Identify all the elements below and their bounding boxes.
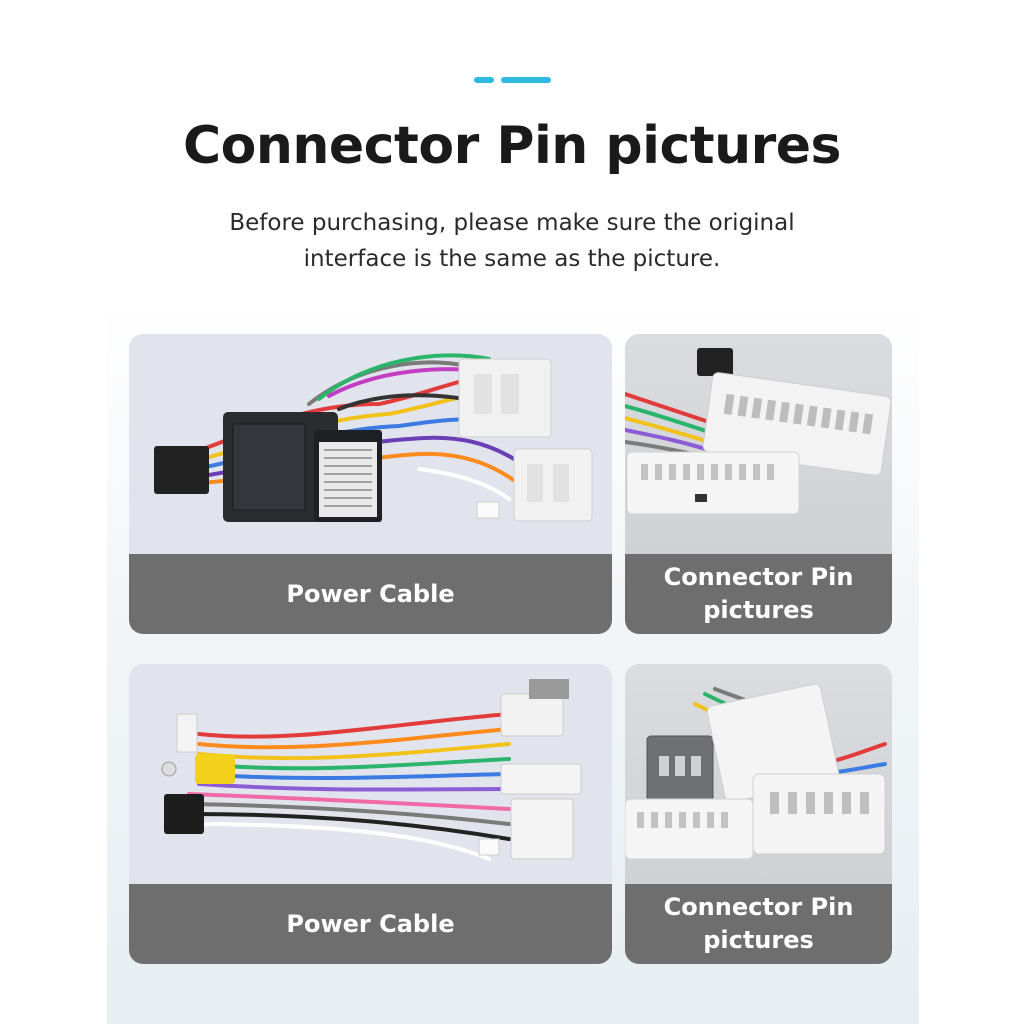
power-cable-photo	[129, 334, 612, 554]
product-card-connector-pins-2[interactable]: Connector Pin pictures	[625, 664, 892, 964]
product-card-power-cable-1[interactable]: Power Cable	[129, 334, 612, 634]
product-card-connector-pins-1[interactable]: Connector Pin pictures	[625, 334, 892, 634]
accent-bar-short	[474, 77, 494, 83]
connector-photo	[625, 334, 892, 554]
power-cable-harness-photo	[129, 664, 612, 884]
connector-photo	[625, 664, 892, 884]
card-label: Power Cable	[129, 884, 612, 964]
card-label: Connector Pin pictures	[625, 884, 892, 964]
product-card-power-cable-2[interactable]: Power Cable	[129, 664, 612, 964]
card-label: Power Cable	[129, 554, 612, 634]
page-title: Connector Pin pictures	[182, 116, 842, 176]
page-subtitle: Before purchasing, please make sure the …	[229, 210, 795, 272]
accent-bar-long	[501, 77, 551, 83]
card-label: Connector Pin pictures	[625, 554, 892, 634]
